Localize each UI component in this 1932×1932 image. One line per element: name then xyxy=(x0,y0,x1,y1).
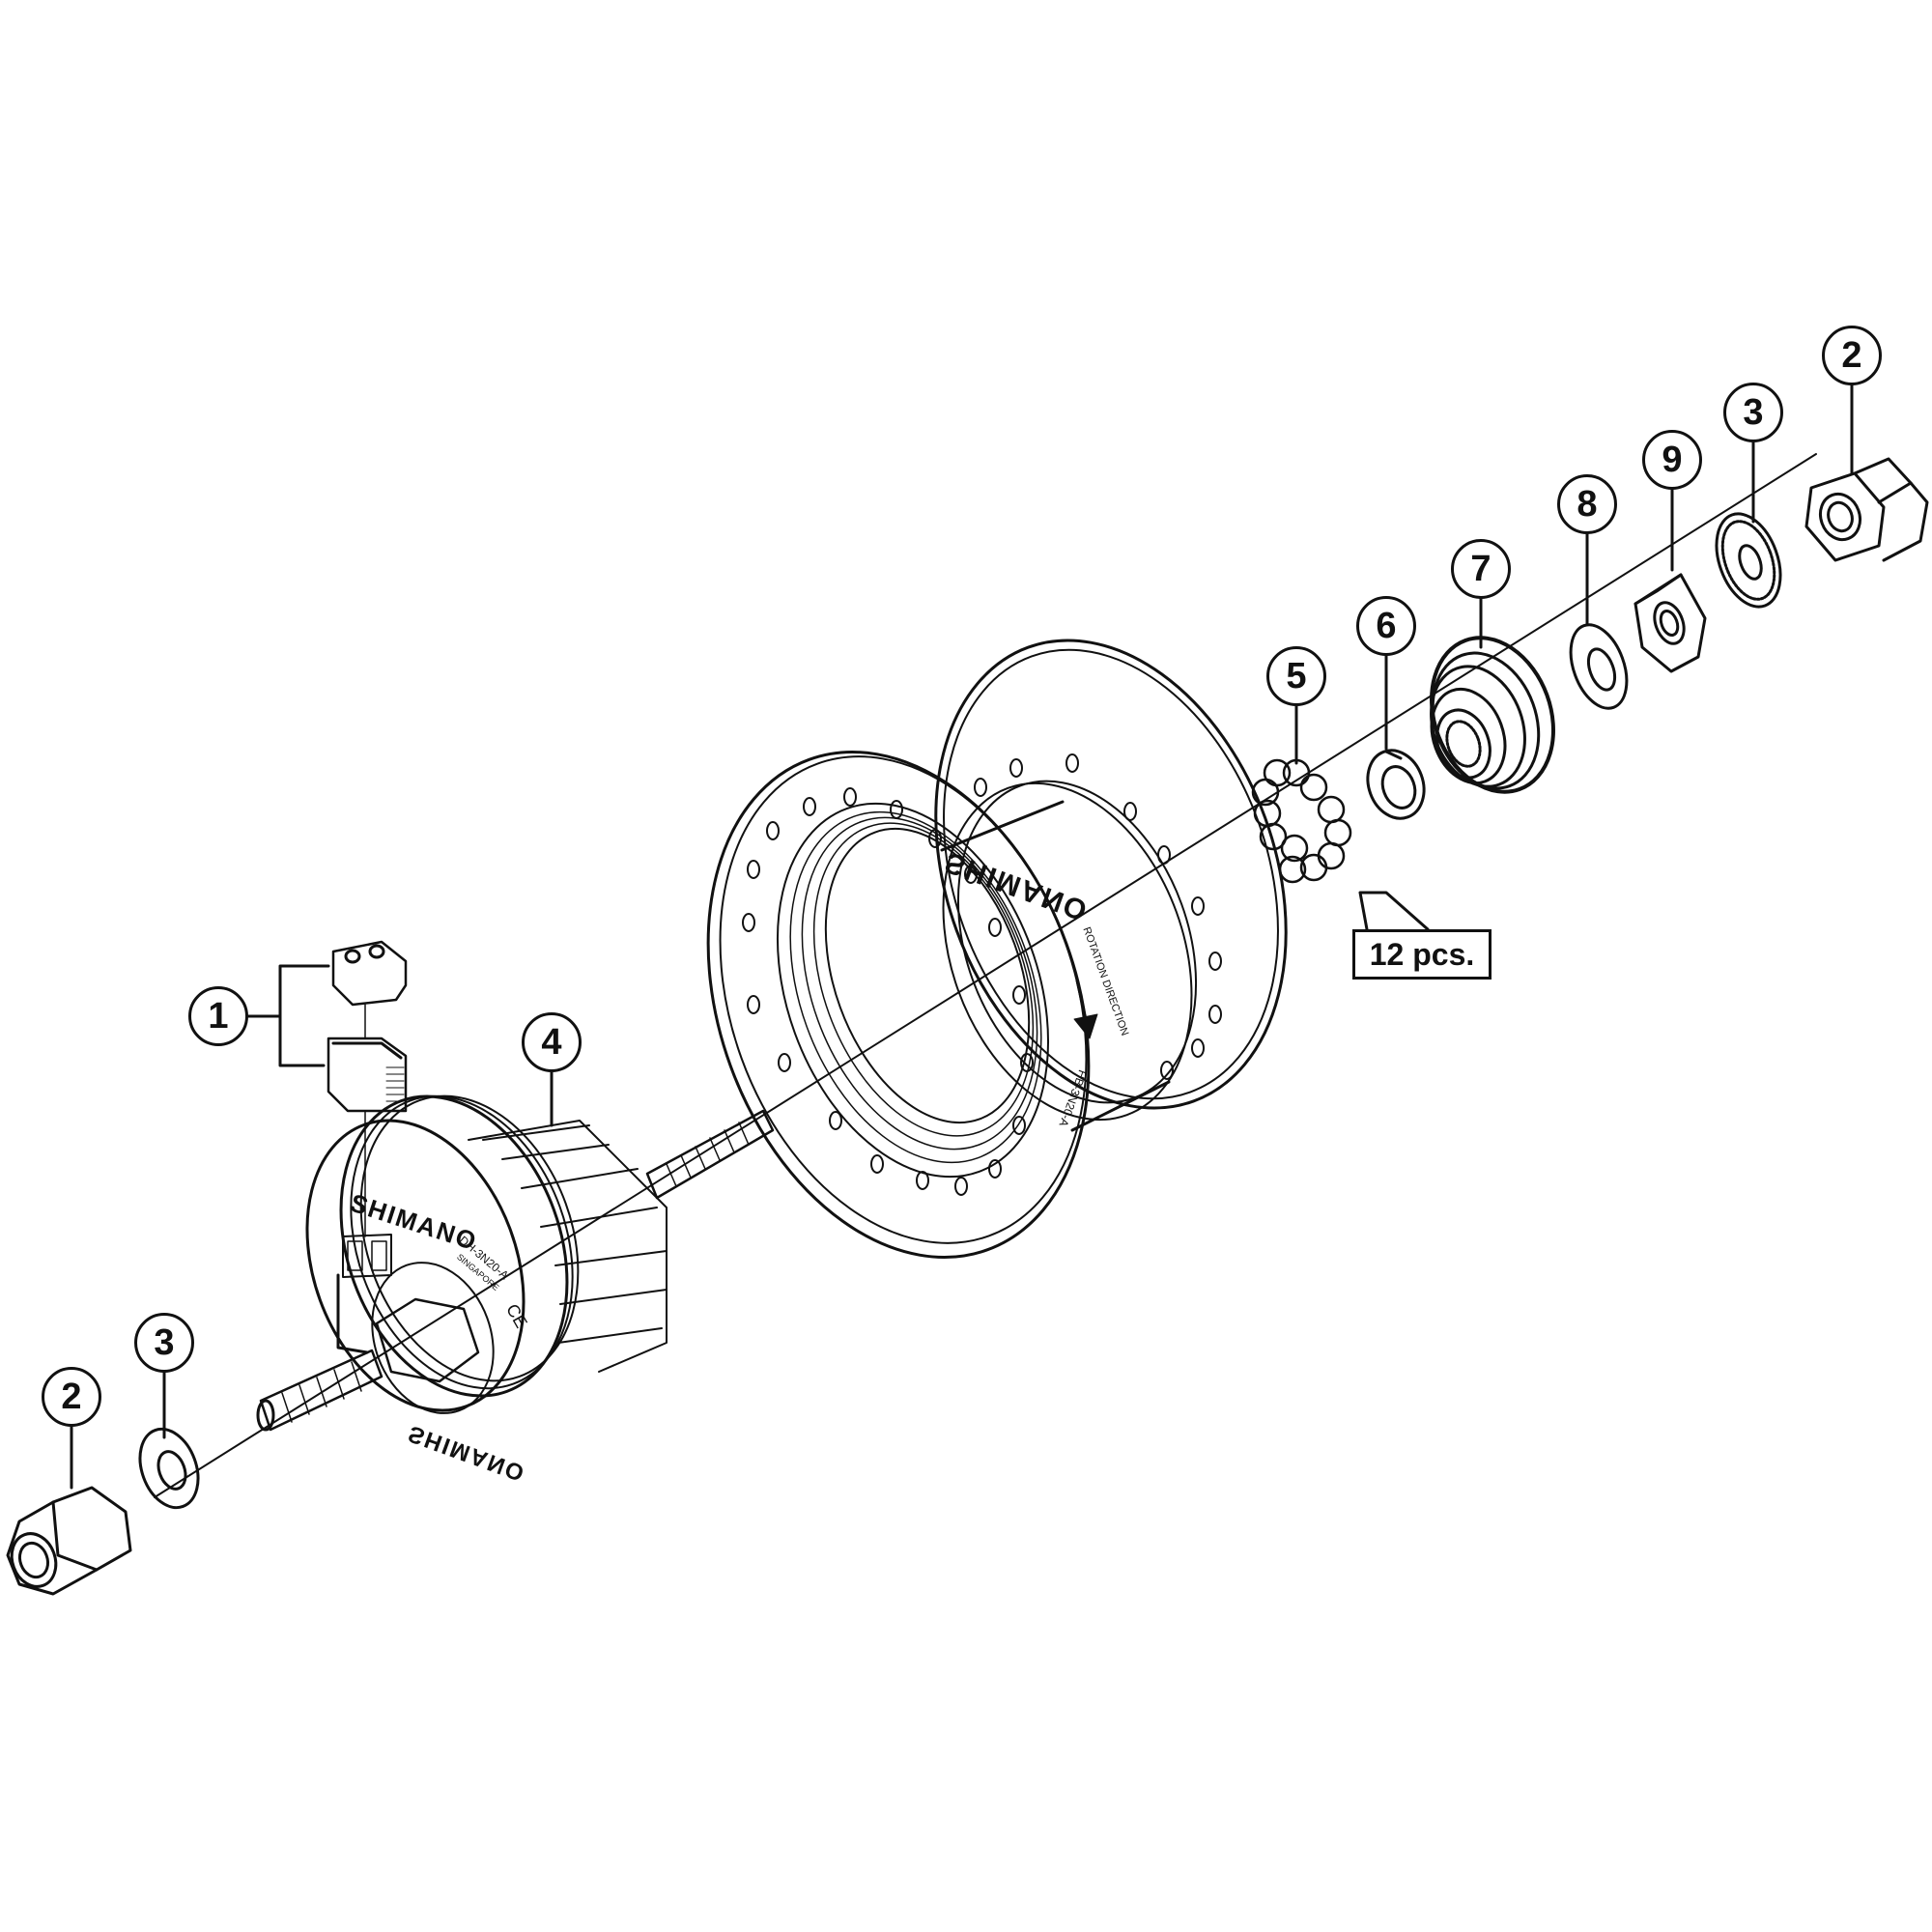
callout-5: 5 xyxy=(1266,646,1326,706)
leader-lines xyxy=(70,381,1854,1490)
lock-ring xyxy=(1366,749,1426,820)
callout-2-left: 2 xyxy=(42,1367,101,1427)
callout-1: 1 xyxy=(188,986,248,1046)
callout-6: 6 xyxy=(1356,596,1416,656)
left-washer xyxy=(138,1427,200,1510)
right-cap-nut xyxy=(1804,457,1929,562)
right-serrated-washer xyxy=(1715,512,1782,609)
steel-balls xyxy=(1251,758,1352,884)
cone-dust-cap xyxy=(1430,636,1555,794)
hex-lock-nut xyxy=(1634,573,1707,673)
flat-washer xyxy=(1569,623,1629,710)
rotation-arrow-icon xyxy=(1073,979,1098,1039)
callout-3-left: 3 xyxy=(134,1313,194,1373)
callout-4: 4 xyxy=(522,1012,582,1072)
quantity-annotation: 12 pcs. xyxy=(1352,929,1492,980)
callout-3-right: 3 xyxy=(1723,383,1783,442)
callout-7: 7 xyxy=(1451,539,1511,599)
left-cap-nut xyxy=(6,1486,132,1596)
callout-9: 9 xyxy=(1642,430,1702,490)
callout-2-right: 2 xyxy=(1822,326,1882,385)
hub-shell xyxy=(706,639,1288,1259)
connector-set xyxy=(327,940,408,1237)
callout-8: 8 xyxy=(1557,474,1617,534)
axle xyxy=(256,1109,775,1432)
